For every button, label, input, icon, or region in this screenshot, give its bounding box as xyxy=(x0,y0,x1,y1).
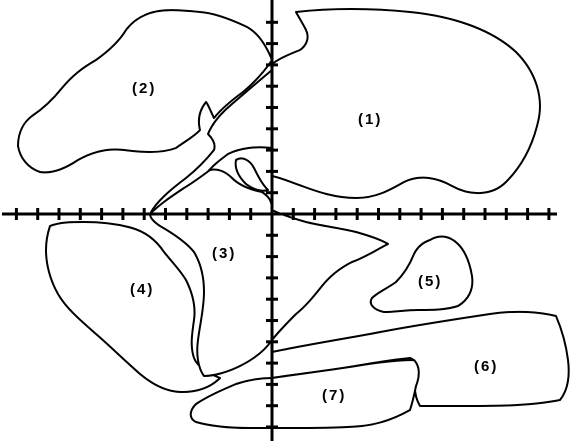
region-5-outline xyxy=(369,235,474,313)
region-sliver-outline xyxy=(234,157,269,192)
region-3-label: (3) xyxy=(212,245,236,262)
region-2-outline xyxy=(17,9,273,174)
region-6-label: (6) xyxy=(474,358,498,375)
x-axis-ticks xyxy=(14,208,551,220)
region-5-label: (5) xyxy=(418,273,442,290)
region-connector-outline xyxy=(149,69,273,216)
region-7-label: (7) xyxy=(322,387,346,404)
region-2-label: (2) xyxy=(132,80,156,97)
region-7-outline xyxy=(189,359,420,429)
region-4-label: (4) xyxy=(130,281,154,298)
y-axis-ticks xyxy=(266,20,278,429)
region-1-label: (1) xyxy=(358,111,382,128)
region-6-outline xyxy=(271,310,570,407)
region-3-outline xyxy=(149,168,389,377)
region-1-outline xyxy=(271,8,541,199)
